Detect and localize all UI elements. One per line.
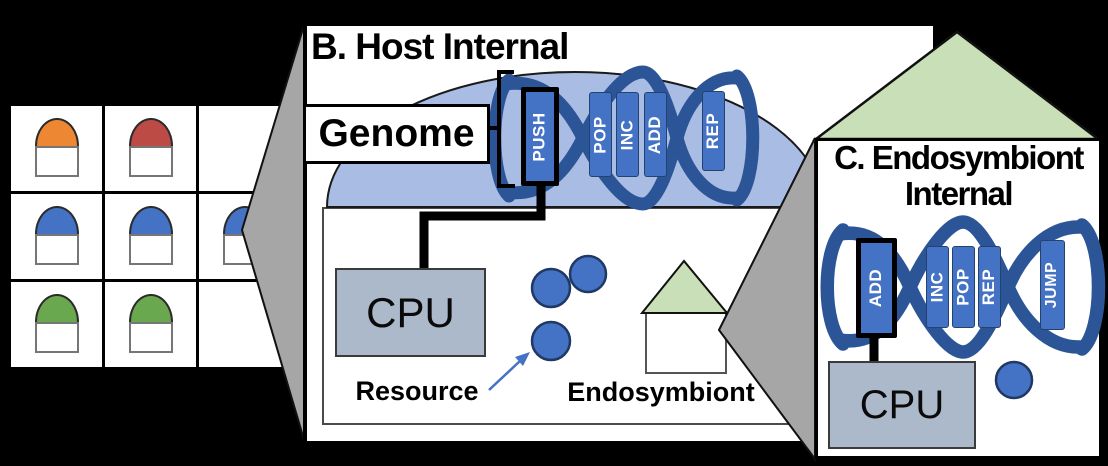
instruction-inc: INC xyxy=(616,92,639,177)
organism-body xyxy=(128,234,173,265)
instruction-inc-c: INC xyxy=(926,246,949,328)
instruction-jump-c: JUMP xyxy=(1040,240,1065,330)
organism-dome xyxy=(34,118,79,146)
grid-cell xyxy=(11,194,102,279)
organism-body xyxy=(34,146,79,177)
organism-icon xyxy=(222,206,267,265)
grid-cell xyxy=(199,106,290,191)
instruction-push: PUSH xyxy=(521,87,559,186)
genome-label-box: Genome xyxy=(303,104,490,164)
organism-dome xyxy=(34,206,79,234)
organism-dome xyxy=(34,294,79,322)
grid-cell xyxy=(199,282,290,367)
resource-label: Resource xyxy=(355,376,479,406)
instruction-rep: REP xyxy=(702,91,725,171)
endosymbiont-cpu-box: CPU xyxy=(828,361,976,449)
panel-b-title: B. Host Internal xyxy=(311,26,569,67)
instruction-add-c: ADD xyxy=(856,238,897,338)
grid-cell xyxy=(105,106,196,191)
organism-icon xyxy=(34,294,79,353)
endosymbiont-label: Endosymbiont xyxy=(567,377,755,407)
grid-cell xyxy=(11,106,102,191)
organism-icon xyxy=(128,294,173,353)
organism-dome xyxy=(128,118,173,146)
panel-c-title-line2: Internal xyxy=(904,175,1014,212)
organism-icon xyxy=(34,206,79,265)
organism-dome xyxy=(128,294,173,322)
organism-dome xyxy=(128,206,173,234)
grid-cell xyxy=(11,282,102,367)
grid-cell xyxy=(105,194,196,279)
instruction-pop-c: POP xyxy=(952,246,975,328)
organism-icon xyxy=(128,206,173,265)
organism-body xyxy=(34,322,79,353)
organism-icon xyxy=(34,118,79,177)
organism-icon xyxy=(128,118,173,177)
instruction-rep-c: REP xyxy=(978,246,1001,328)
instruction-add: ADD xyxy=(644,92,667,177)
organism-body xyxy=(34,234,79,265)
grid-cell xyxy=(105,282,196,367)
population-grid xyxy=(8,103,293,370)
organism-dome xyxy=(222,206,267,234)
organism-body xyxy=(222,234,267,265)
panel-c-title: C. Endosymbiont Internal xyxy=(817,140,1100,212)
host-cpu-box: CPU xyxy=(335,268,486,357)
instruction-pop: POP xyxy=(589,92,612,177)
panel-c-title-line1: C. Endosymbiont xyxy=(834,139,1084,176)
organism-body xyxy=(128,146,173,177)
organism-body xyxy=(128,322,173,353)
grid-cell xyxy=(199,194,290,279)
